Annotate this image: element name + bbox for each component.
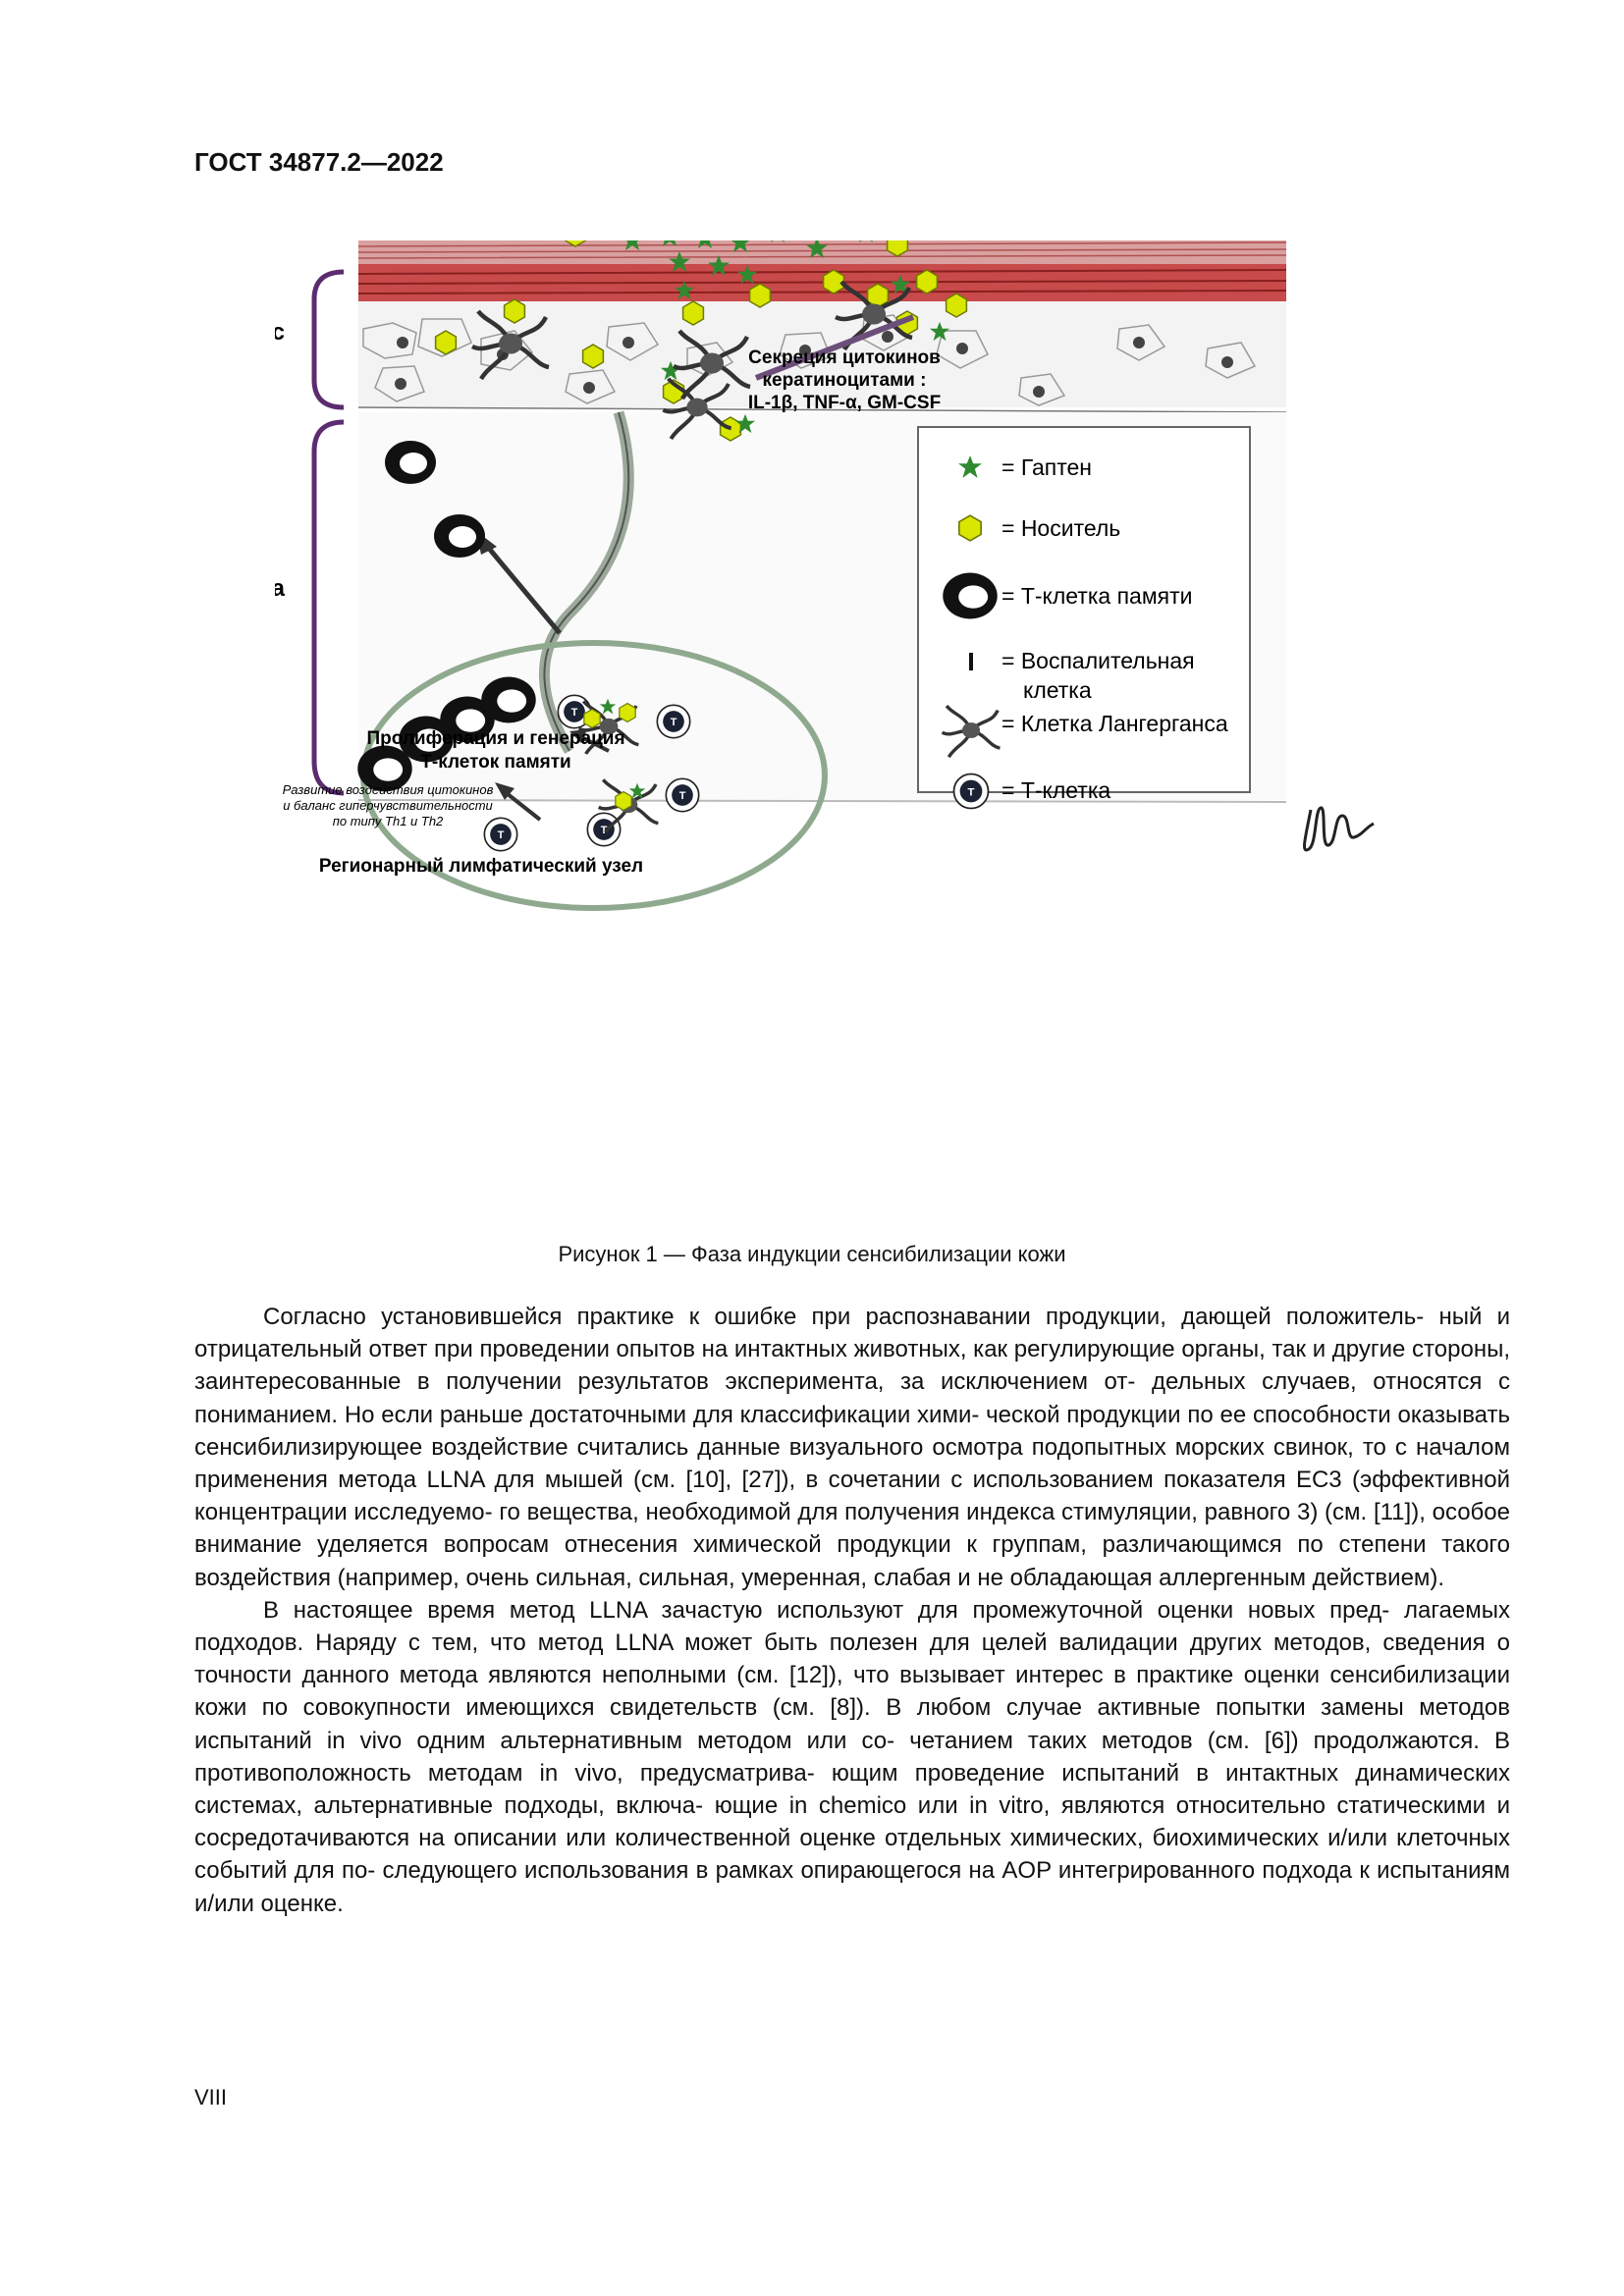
cytokines-line-1: Секреция цитокинов (748, 347, 941, 368)
memory-t-cell-dermis (434, 514, 485, 558)
cytokines-line-2: кератиноцитами : (763, 370, 927, 391)
signature (1303, 806, 1375, 852)
legend-carrier: = Носитель (1001, 515, 1120, 541)
label-dermis: Дерма (275, 575, 286, 602)
legend: = Гаптен = Носитель = Т-клетка памяти = … (917, 426, 1251, 810)
figure-skin-sensitization: T Эпидермис Дерма (275, 240, 1434, 1222)
figure-diagram: T Эпидермис Дерма (275, 240, 1375, 911)
stratum-corneum (357, 240, 1287, 301)
figure-caption: Рисунок 1 — Фаза индукции сенсибилизации… (558, 1242, 1066, 1266)
paragraph-2: В настоящее время метод LLNA зачастую ис… (194, 1596, 1511, 1917)
proliferation-line-2: Т-клеток памяти (420, 752, 570, 773)
paragraph-1: Согласно установившейся практике к ошибк… (194, 1304, 1511, 1591)
legend-langerhans: = Клетка Лангерганса (1001, 711, 1228, 736)
body-text: Согласно установившейся практике к ошибк… (194, 1301, 1510, 1920)
balance-line-3: по типу Th1 и Th2 (333, 814, 444, 828)
legend-hapten: = Гаптен (1001, 454, 1092, 480)
legend-inflammatory-icon (969, 653, 973, 670)
legend-memory-t-cell: = Т-клетка памяти (1001, 583, 1192, 609)
proliferation-line-1: Пролиферация и генерация (366, 728, 624, 749)
arrow-to-memory-cell (484, 543, 562, 635)
legend-inflammatory-2: клетка (1023, 677, 1092, 703)
page-number: VIII (194, 2085, 228, 2109)
balance-line-2: и баланс гиперчувствительности (283, 798, 493, 813)
legend-memory-cell-icon (943, 572, 998, 619)
legend-carrier-icon (958, 514, 982, 542)
lymph-node-label: Регионарный лимфатический узел (319, 856, 643, 877)
document-header: ГОСТ 34877.2—2022 (194, 147, 444, 177)
legend-t-cell: = Т-клетка (1001, 777, 1110, 803)
memory-t-cell-epidermis (385, 441, 436, 484)
cytokines-line-3: IL-1β, TNF-α, GM-CSF (748, 393, 941, 413)
legend-inflammatory-1: = Воспалительная (1001, 648, 1195, 673)
legend-t-cell-icon (952, 773, 990, 810)
balance-line-1: Развитие воздействия цитокинов (283, 782, 494, 797)
label-epidermis: Эпидермис (275, 319, 285, 346)
cytokine-pointer (754, 314, 915, 381)
